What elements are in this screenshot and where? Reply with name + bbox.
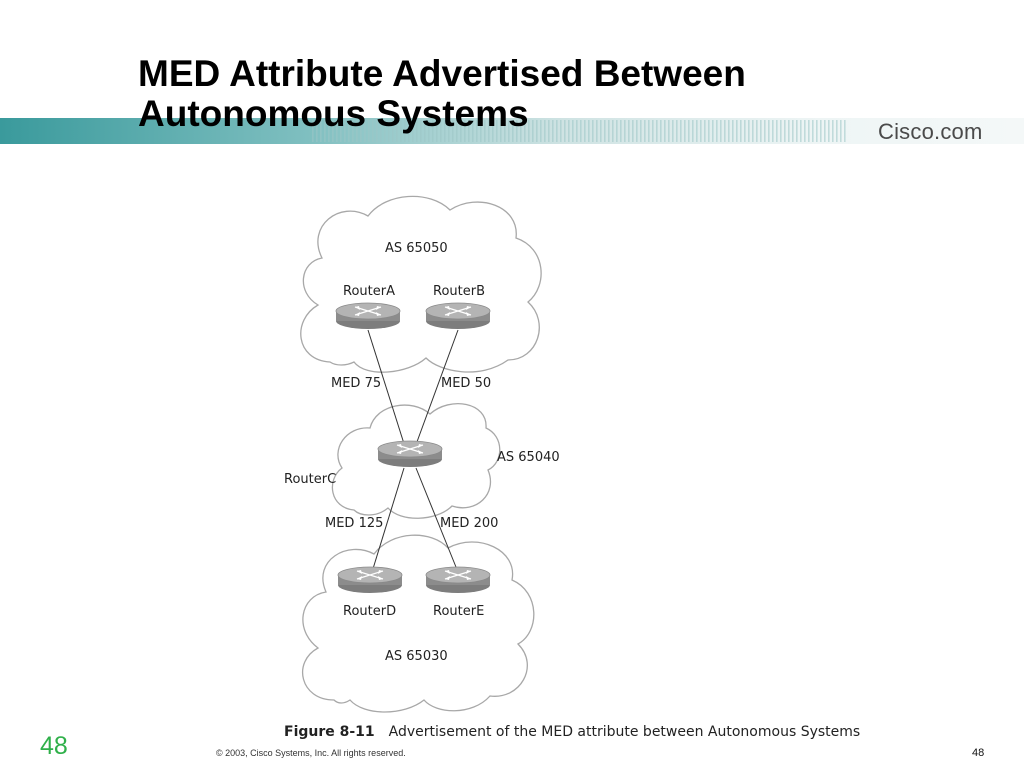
router-d-icon (337, 566, 403, 594)
slide-title: MED Attribute Advertised Between Autonom… (138, 54, 838, 134)
header-bar (0, 118, 1024, 144)
router-b-icon (425, 302, 491, 330)
copyright-notice: © 2003, Cisco Systems, Inc. All rights r… (216, 748, 406, 758)
figure-number: Figure 8-11 (284, 724, 375, 740)
router-d-label: RouterD (343, 604, 396, 619)
slide-number: 48 (40, 732, 68, 760)
router-b-label: RouterB (433, 284, 485, 299)
slide-title-line-2: Autonomous Systems (138, 93, 529, 134)
footer-page-number: 48 (972, 747, 985, 759)
link-routerc-routere (415, 467, 459, 573)
router-a-label: RouterA (343, 284, 395, 299)
slide-title-line-1: MED Attribute Advertised Between (138, 53, 746, 94)
cisco-logo: Cisco.com (878, 119, 983, 144)
as-65050-label: AS 65050 (385, 241, 448, 256)
router-c-icon (377, 440, 443, 468)
med-125-label: MED 125 (325, 516, 383, 531)
router-c-label: RouterC (284, 472, 336, 487)
router-e-icon (425, 566, 491, 594)
router-e-label: RouterE (433, 604, 484, 619)
med-75-label: MED 75 (331, 376, 381, 391)
router-a-icon (335, 302, 401, 330)
figure-caption: Figure 8-11 Advertisement of the MED attr… (284, 724, 860, 740)
med-50-label: MED 50 (441, 376, 491, 391)
cloud-as-65050 (300, 195, 542, 373)
cloud-as-65030 (302, 534, 535, 713)
link-routera-routerc (367, 329, 407, 451)
med-200-label: MED 200 (440, 516, 498, 531)
as-65030-label: AS 65030 (385, 649, 448, 664)
as-65040-label: AS 65040 (497, 450, 560, 465)
link-routerc-routerd (371, 467, 405, 573)
figure-caption-text: Advertisement of the MED attribute betwe… (388, 724, 861, 740)
link-routerb-routerc (413, 329, 459, 451)
